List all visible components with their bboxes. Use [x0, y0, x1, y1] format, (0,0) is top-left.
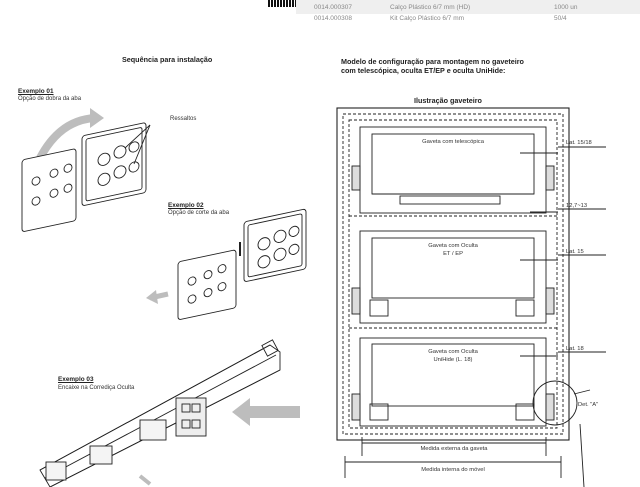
example-03-title: Exemplo 03 — [58, 376, 94, 383]
fold-arrow-icon — [36, 114, 96, 160]
ressaltos-label: Ressaltos — [170, 116, 197, 122]
plate-cut-right — [243, 208, 307, 282]
drawer-2-label: Gaveta com Oculta ET / EP — [372, 242, 534, 258]
table-cell-code: 0014.000308 — [314, 14, 352, 22]
plate-right — [81, 122, 147, 206]
drawer-3-label: Gaveta com Oculta UniHide (L. 18) — [372, 348, 534, 364]
example-03-subtitle: Encaixe na Corrediça Oculta — [58, 385, 135, 391]
detail-label: Det. "A" — [578, 402, 599, 408]
illustration-title: Ilustração gaveteiro — [414, 96, 482, 105]
example-02-subtitle: Opção de corte da aba — [168, 210, 230, 216]
section-title-installation: Sequência para instalação — [122, 55, 213, 64]
hidden-slide-rail — [39, 339, 281, 487]
section-title-config-line1: Modelo de configuração para montagem no … — [341, 57, 524, 66]
table-cell-qty: 50/4 — [554, 14, 567, 22]
gap-label: 12,7~13 — [566, 203, 588, 209]
drawer-1-label: Gaveta com telescópica — [422, 139, 484, 145]
lateral-label-2: Lat. 15 — [566, 249, 584, 255]
detail-circle — [532, 380, 578, 426]
cabinet-drawing — [336, 107, 606, 487]
drawer-2-line2: ET / EP — [443, 251, 463, 257]
section-title-config: Modelo de configuração para montagem no … — [341, 57, 581, 75]
drawer-3-line2: UniHide (L. 18) — [433, 357, 473, 363]
drawer-2-line1: Gaveta com Oculta — [428, 243, 478, 249]
lateral-label-1: Lat. 15/18 — [566, 140, 592, 146]
plate-left — [21, 148, 77, 232]
qr-code — [268, 0, 296, 7]
table-cell-code: 0014.000307 — [314, 3, 352, 11]
table-row: 0014.000307 Calço Plástico 6/7 mm (HD) 1… — [296, 0, 640, 14]
table-row: 0014.000308 Kit Calço Plástico 6/7 mm 50… — [296, 11, 640, 25]
table-cell-desc: Calço Plástico 6/7 mm (HD) — [390, 3, 471, 11]
external-drawer-measure: Medida externa da gaveta — [420, 446, 488, 452]
section-title-config-line2: com telescópica, oculta ET/EP e oculta U… — [341, 66, 506, 75]
lateral-label-3: Lat. 18 — [566, 346, 584, 352]
table-cell-desc: Kit Calço Plástico 6/7 mm — [390, 14, 465, 22]
plate-cut-left — [177, 249, 237, 320]
example-02-title: Exemplo 02 — [168, 202, 204, 209]
example-01-title: Exemplo 01 — [18, 88, 54, 95]
internal-cabinet-measure: Medida interna do móvel — [421, 467, 485, 473]
table-cell-qty: 1000 un — [554, 3, 578, 11]
drawer-3-line1: Gaveta com Oculta — [428, 349, 478, 355]
example-01-subtitle: Opção de dobra da aba — [18, 96, 82, 102]
